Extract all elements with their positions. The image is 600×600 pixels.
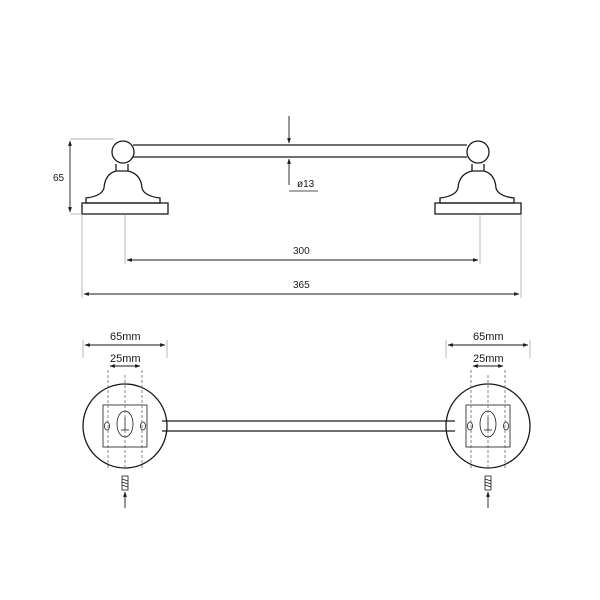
towel-rod: [133, 144, 467, 158]
left-bracket: [81, 140, 169, 215]
inner-span-label: 300: [293, 246, 310, 257]
height-label: 65: [53, 173, 65, 184]
right-screw: [484, 475, 492, 508]
left-hole-spacing-label: 25mm: [110, 353, 141, 365]
left-hole-spacing-dimension: 25mm: [109, 353, 141, 368]
diameter-callout: ø13: [287, 116, 318, 192]
right-hole-spacing-dimension: 25mm: [472, 353, 504, 368]
right-plate-width-dimension: 65mm: [445, 331, 531, 358]
right-hole-spacing-label: 25mm: [473, 353, 504, 365]
front-rod: [162, 420, 455, 432]
height-dimension: 65: [53, 138, 114, 215]
right-bracket: [434, 140, 522, 215]
inner-span-dimension: 300: [126, 246, 479, 262]
left-plate-width-label: 65mm: [110, 331, 141, 343]
front-view: 65mm 25mm: [82, 331, 531, 508]
side-view: 65 ø13 300 365: [53, 116, 522, 298]
right-plate-width-label: 65mm: [473, 331, 504, 343]
overall-span-label: 365: [293, 280, 310, 291]
diameter-label: ø13: [297, 179, 315, 190]
left-screw: [121, 475, 129, 508]
left-plate-width-dimension: 65mm: [82, 331, 168, 358]
overall-span-dimension: 365: [83, 280, 520, 296]
